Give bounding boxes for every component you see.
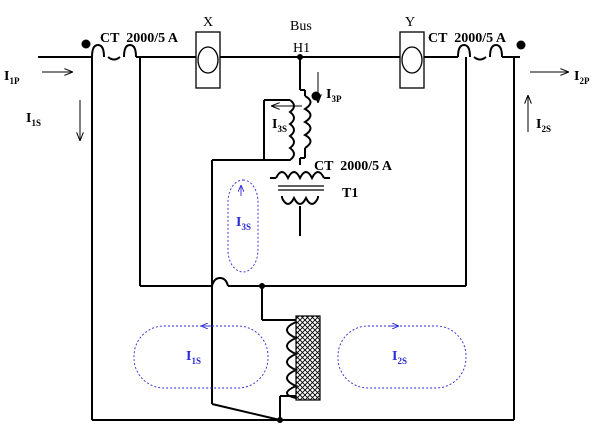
breaker-y: Y [399, 15, 425, 89]
current-i3p-label: I3P [326, 87, 342, 104]
ct-left-label: CT 2000/5 A [100, 31, 179, 46]
loop-i2s-label: I2S [392, 349, 407, 366]
current-i3s-label: I3S [272, 117, 287, 134]
polarity-dot-center [311, 91, 321, 101]
breaker-x: X [195, 15, 221, 89]
current-arrows [42, 72, 568, 140]
loop-i1s: I1S [133, 326, 269, 389]
transformer-feed: CT 2000/5 A [299, 57, 393, 174]
polarity-dot-left [81, 39, 91, 49]
bus-node-label: H1 [293, 41, 310, 56]
ct-center-secondary [264, 99, 295, 161]
ct-right-label: CT 2000/5 A [428, 31, 507, 46]
loop-i1s-label: I1S [186, 349, 201, 366]
current-i1p-label: I1P [4, 69, 20, 86]
ct-right: CT 2000/5 A [428, 31, 526, 61]
secondary-wiring [91, 57, 515, 423]
transformer-label: T1 [342, 186, 358, 201]
loop-i2s: I2S [337, 326, 467, 389]
current-i2s-label: I2S [536, 117, 551, 134]
loop-i3s-label: I3S [236, 215, 251, 232]
polarity-dot-right [516, 40, 526, 50]
differential-relay [286, 315, 321, 401]
junction-mid [259, 283, 265, 289]
breaker-x-label: X [203, 15, 213, 30]
ct-center-label: CT 2000/5 A [314, 159, 393, 174]
loop-i3s: I3S [227, 179, 259, 273]
bus-label: Bus [290, 19, 312, 34]
transformer-t1: T1 [270, 171, 358, 236]
breaker-y-label: Y [405, 15, 415, 30]
current-i1s-label: I1S [26, 111, 41, 128]
current-i2p-label: I2P [574, 69, 590, 86]
junction-bottom [277, 417, 283, 423]
ct-left: CT 2000/5 A [81, 31, 179, 61]
